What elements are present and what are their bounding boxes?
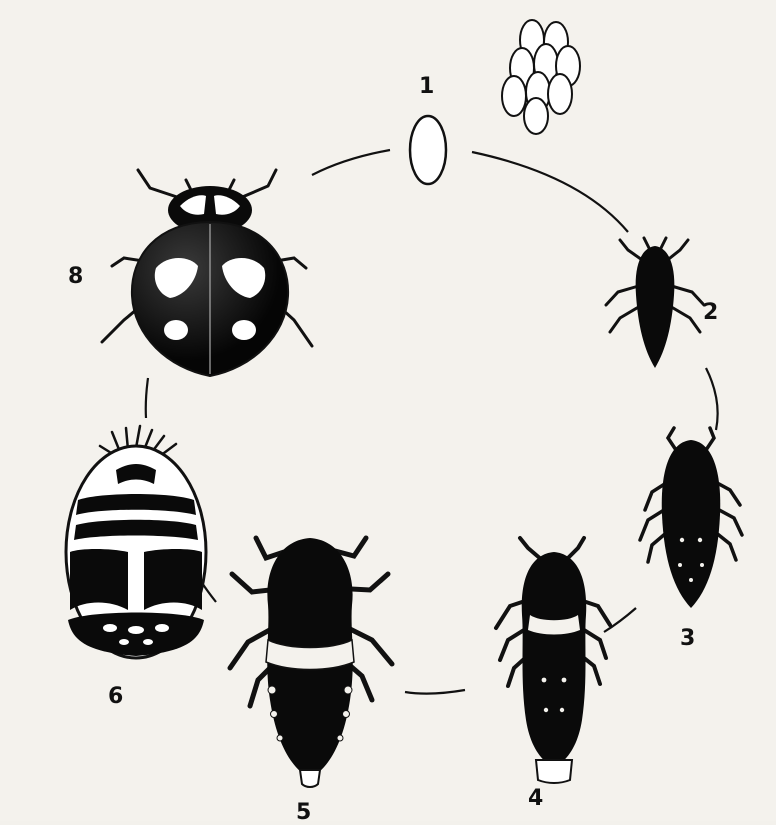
pupa-icon — [66, 426, 206, 658]
arc-egg-to-larva2 — [472, 152, 628, 232]
egg-cluster-icon — [502, 20, 580, 134]
arc-larva4-to-larva5 — [405, 690, 465, 694]
stage-label-8: 8 — [68, 264, 83, 289]
larva-stage-5-icon — [230, 538, 392, 787]
arc-adult-to-egg — [312, 150, 390, 175]
stage-label-2: 2 — [703, 300, 718, 325]
stage-label-5: 5 — [296, 800, 311, 825]
stage-label-1: 1 — [419, 74, 434, 99]
arc-larva2-to-larva3 — [706, 368, 718, 430]
single-egg-icon — [410, 116, 446, 184]
stage-label-6: 6 — [108, 684, 123, 709]
larva-stage-3-icon — [640, 428, 742, 608]
adult-ladybird-icon — [102, 170, 312, 376]
stage-label-4: 4 — [528, 786, 543, 811]
stage-label-3: 3 — [680, 626, 695, 651]
arc-pupa-to-adult — [146, 378, 148, 418]
larva-stage-4-icon — [496, 538, 610, 783]
larva-stage-2-icon — [606, 238, 704, 368]
